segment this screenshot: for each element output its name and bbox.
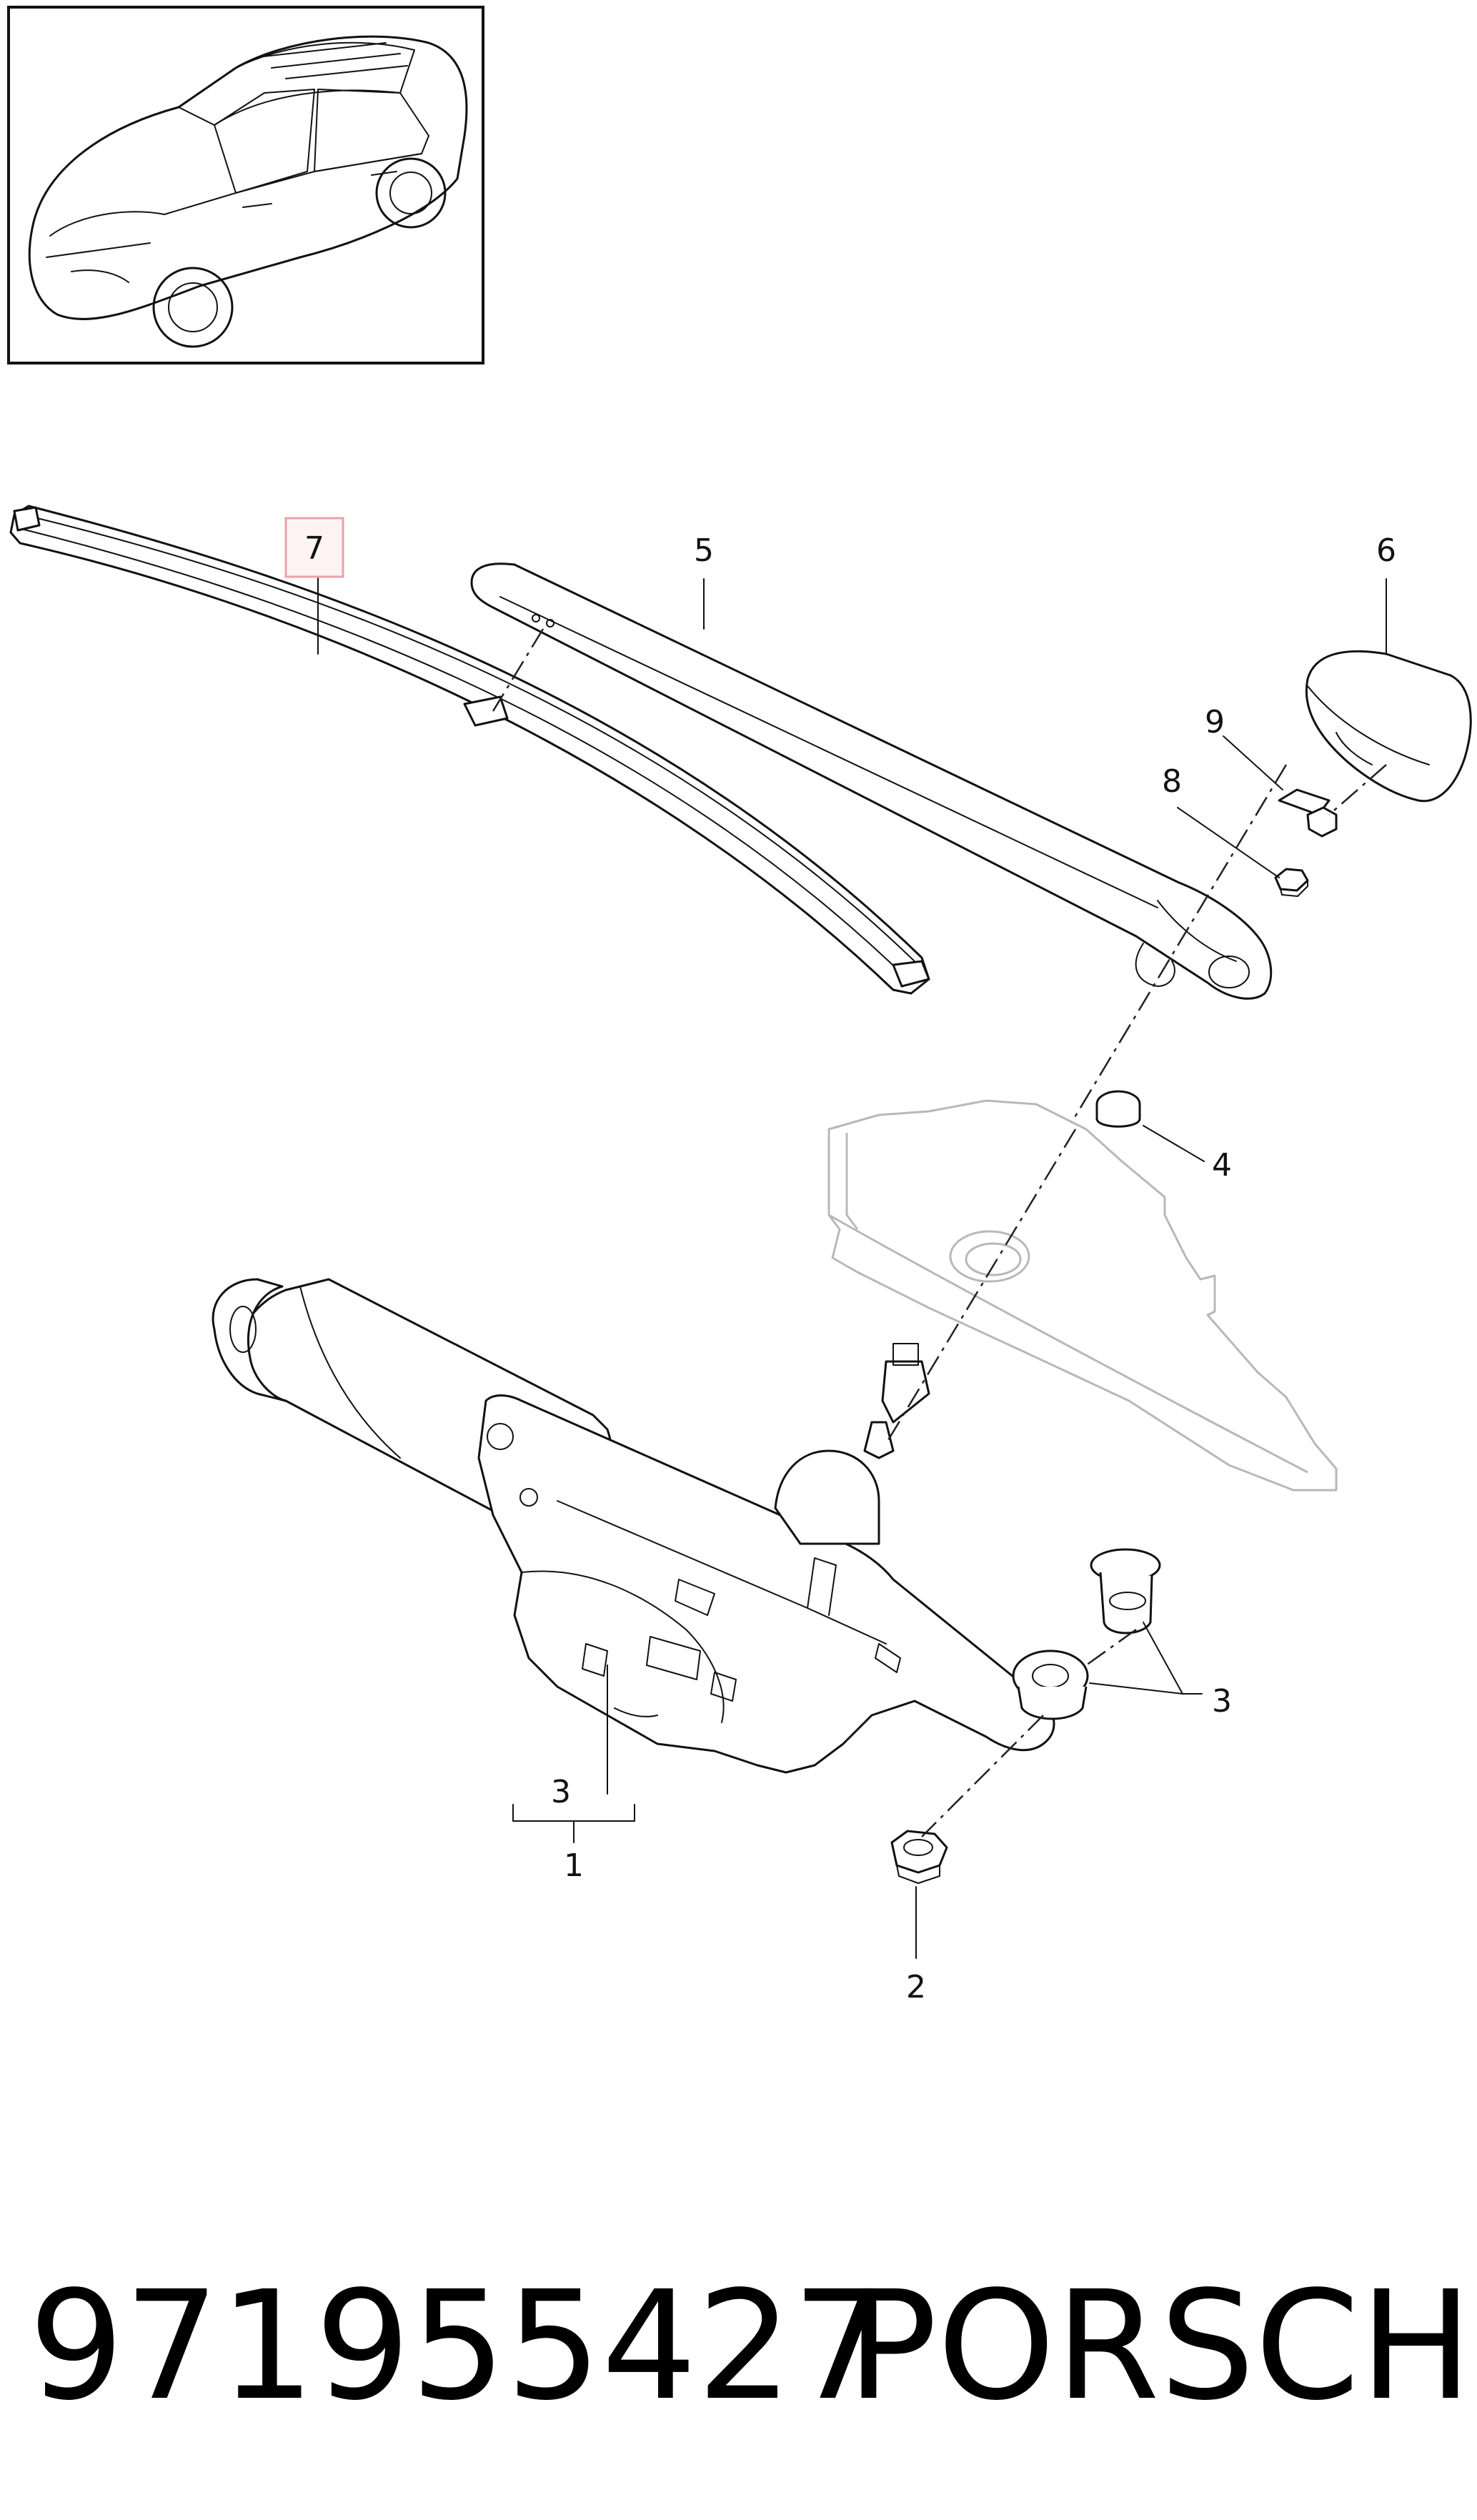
cap-clip [1306, 806, 1338, 838]
nut-arm[interactable] [1274, 868, 1309, 897]
callout-4: 4 [1212, 1147, 1232, 1184]
assembly-axis-lines [492, 628, 1387, 1837]
callout-3-motor: 3 [551, 1774, 571, 1810]
callout-6: 6 [1376, 532, 1396, 569]
callout-2: 2 [906, 1969, 926, 2005]
callout-1: 1 [564, 1847, 584, 1884]
washer[interactable] [1278, 788, 1331, 816]
callout-7-highlight [284, 517, 344, 578]
callout-5: 5 [694, 532, 714, 569]
vehicle-thumbnail [7, 6, 484, 364]
rubber-mount-lower[interactable] [1012, 1650, 1089, 1720]
part-number: 971955427 [29, 2258, 887, 2434]
callout-8: 8 [1162, 763, 1182, 800]
car-illustration [28, 35, 468, 348]
wiper-motor[interactable] [212, 1278, 1055, 1774]
callout-7-box [284, 517, 344, 578]
brand-name: PORSCHE [847, 2258, 1477, 2434]
callout-7: 7 [304, 530, 324, 567]
grommet-seal[interactable] [1095, 1090, 1141, 1128]
wiper-blade[interactable] [9, 505, 930, 995]
wiper-arm[interactable] [470, 562, 1273, 1000]
tailgate-panel [827, 1099, 1338, 1492]
callout-9: 9 [1205, 704, 1225, 740]
rubber-mount-upper[interactable] [1090, 1548, 1161, 1634]
leader-lines [317, 577, 1387, 1959]
arm-cap[interactable] [1305, 650, 1472, 803]
nut-motor[interactable] [890, 1830, 948, 1884]
callout-3-grommet: 3 [1212, 1683, 1232, 1720]
